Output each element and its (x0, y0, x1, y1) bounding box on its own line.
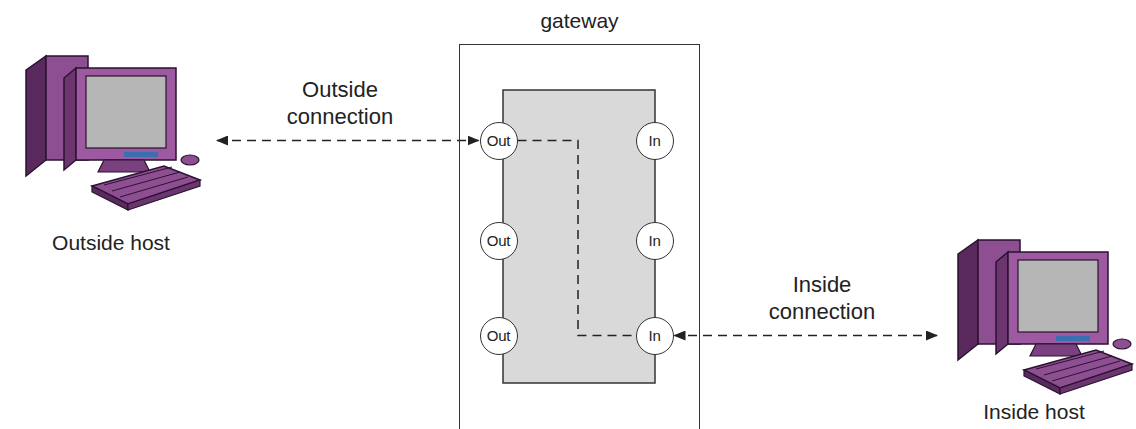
gateway-inner-panel (503, 90, 655, 383)
inside-computer (958, 240, 1132, 394)
gateway-title: gateway (460, 9, 699, 33)
port-label: In (649, 232, 661, 249)
host-label: Inside host (938, 400, 1130, 424)
port-label: Out (487, 327, 510, 344)
connection-label: Outside connection (265, 76, 415, 131)
port-label: In (649, 327, 661, 344)
host-computer: Inside host (938, 238, 1130, 424)
port-circle: Out (480, 317, 518, 355)
connection-label: Inside connection (747, 271, 897, 326)
connection-line (217, 140, 479, 142)
port-circle: In (636, 222, 674, 260)
connection-line (675, 335, 938, 337)
gateway-box: gatewayOutInOutInOutIn (459, 44, 700, 429)
port-label: In (649, 132, 661, 149)
port-label: Out (487, 232, 510, 249)
host-computer: Outside host (6, 55, 216, 255)
host-label: Outside host (6, 231, 216, 255)
port-label: Out (487, 132, 510, 149)
port-circle: In (636, 122, 674, 160)
port-circle: In (636, 317, 674, 355)
port-circle: Out (480, 122, 518, 160)
outside-computer (26, 56, 200, 210)
connection-line (518, 141, 636, 336)
port-circle: Out (480, 222, 518, 260)
